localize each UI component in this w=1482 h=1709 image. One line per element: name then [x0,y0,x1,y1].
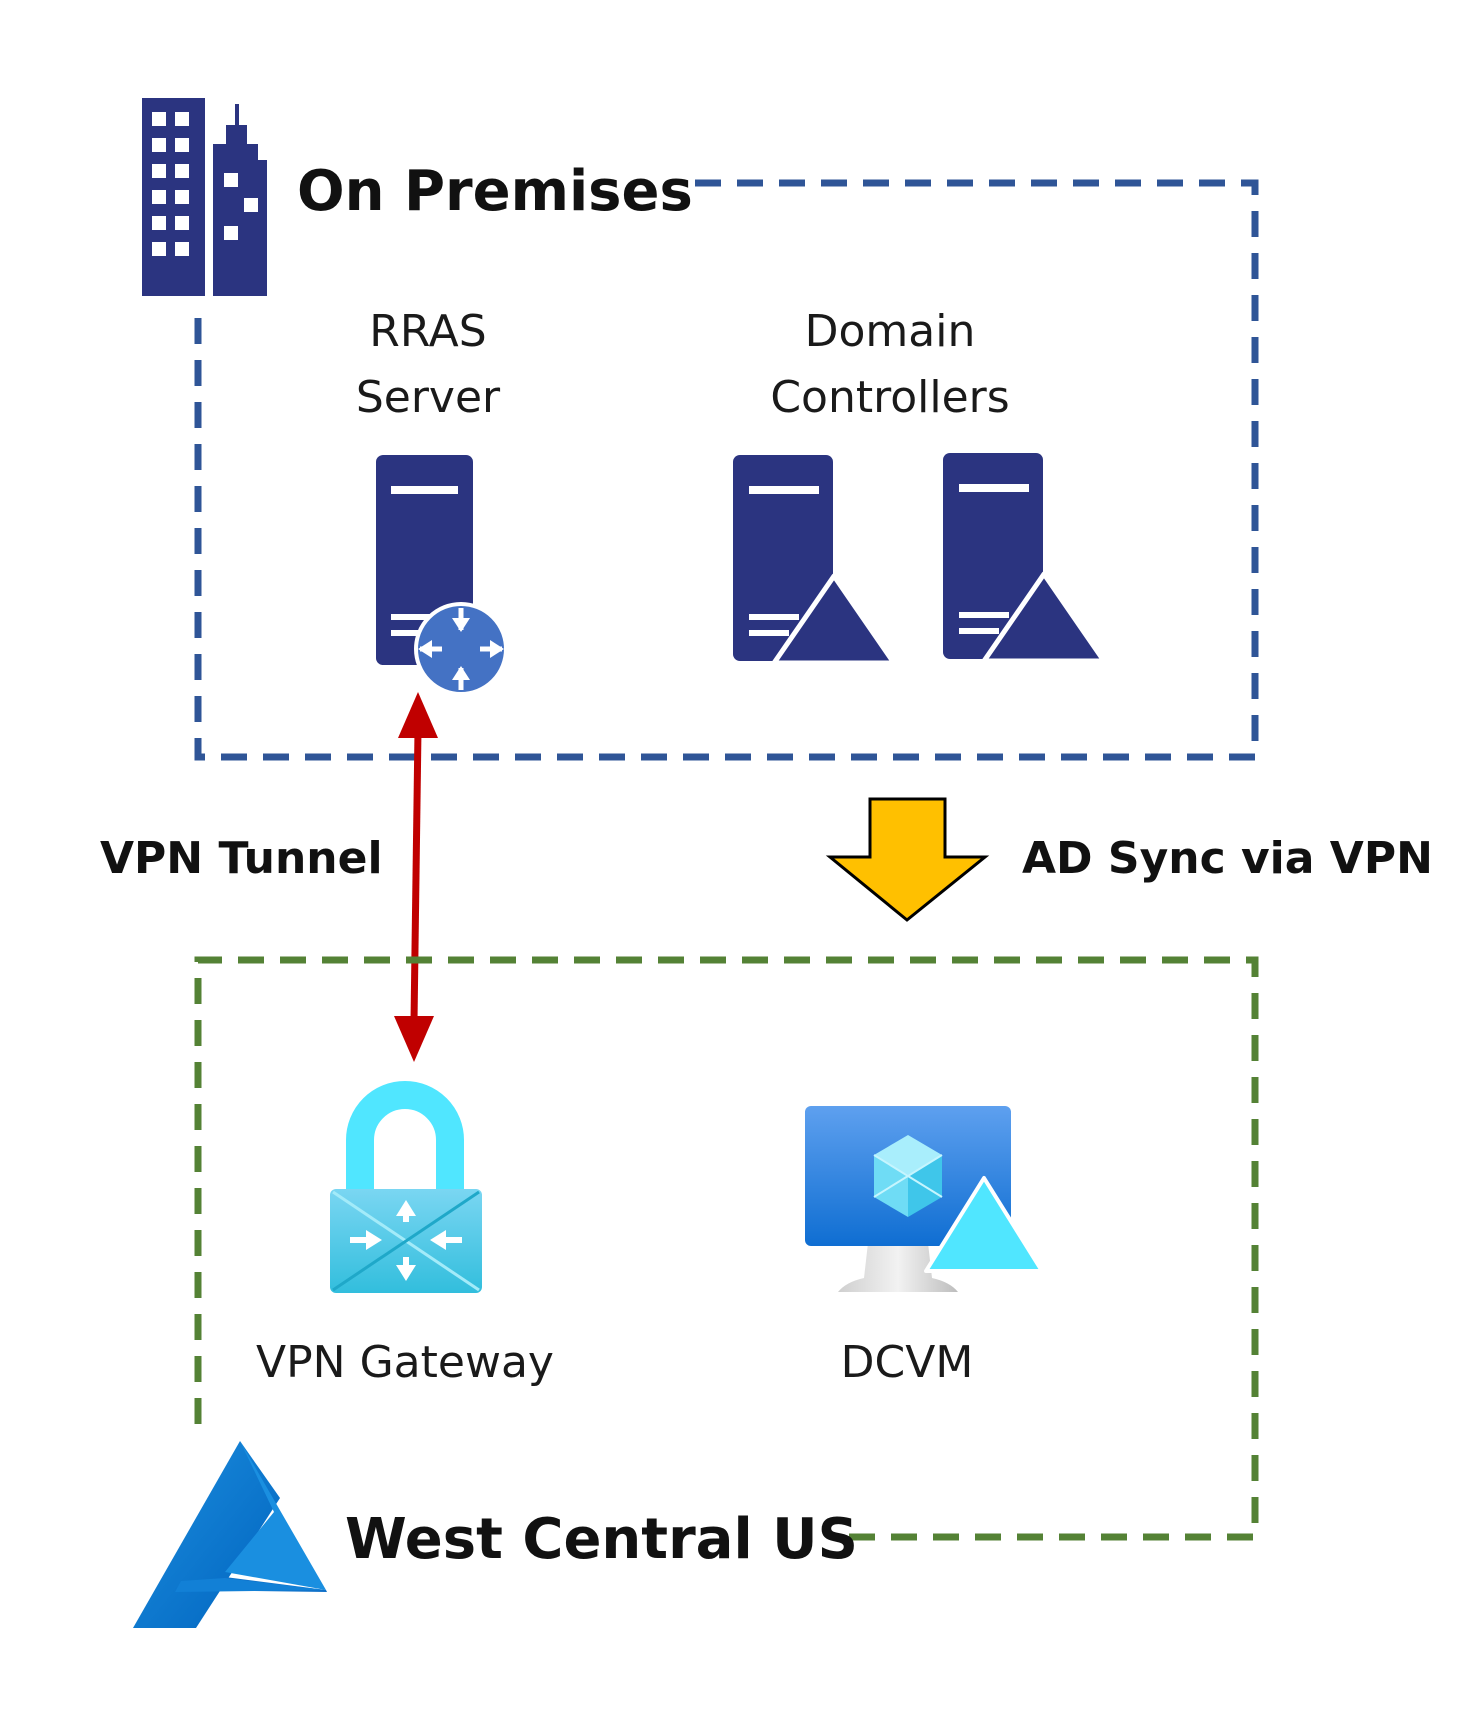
west-central-us-border [194,956,1259,1541]
domain-controller-icon [943,453,1107,664]
ad-sync-edge: AD Sync via VPN [825,797,1433,922]
vpn-tunnel-label: VPN Tunnel [100,833,383,884]
vpn-tunnel-line [410,729,422,1023]
server-router-icon [376,455,508,696]
cube-icon [873,1135,943,1217]
domain-controller-icon [733,455,897,666]
on-premises-border [194,179,1259,761]
domain-controllers-label-line2: Controllers [770,372,1009,423]
rras-server-label-line1: RRAS [369,306,486,357]
vpn-tunnel-arrowhead-down [394,1016,434,1062]
building-icon [142,98,267,296]
west-central-us-title: West Central US [345,1507,858,1572]
dcvm-node: DCVM [805,1106,1044,1388]
vpn-gateway-lock-icon [330,1081,482,1293]
vpn-tunnel-arrowhead-up [398,692,438,738]
rras-server-node: RRAS Server [356,306,508,696]
domain-controllers-node: Domain Controllers [733,306,1107,666]
domain-controllers-label-line1: Domain [805,306,976,357]
vpn-tunnel-edge: VPN Tunnel [100,692,438,1062]
ad-sync-arrow [825,797,990,922]
vpn-gateway-label: VPN Gateway [256,1337,554,1388]
vpn-gateway-node: VPN Gateway [256,1081,554,1388]
rras-server-label-line2: Server [356,372,501,423]
ad-sync-label: AD Sync via VPN [1022,833,1433,884]
dcvm-label: DCVM [841,1337,974,1388]
virtual-machine-icon [805,1106,1044,1292]
west-central-us-region: West Central US [194,956,1259,1572]
azure-logo-icon [133,1441,327,1628]
on-premises-title: On Premises [297,159,693,224]
on-premises-region: On Premises [194,159,1259,761]
